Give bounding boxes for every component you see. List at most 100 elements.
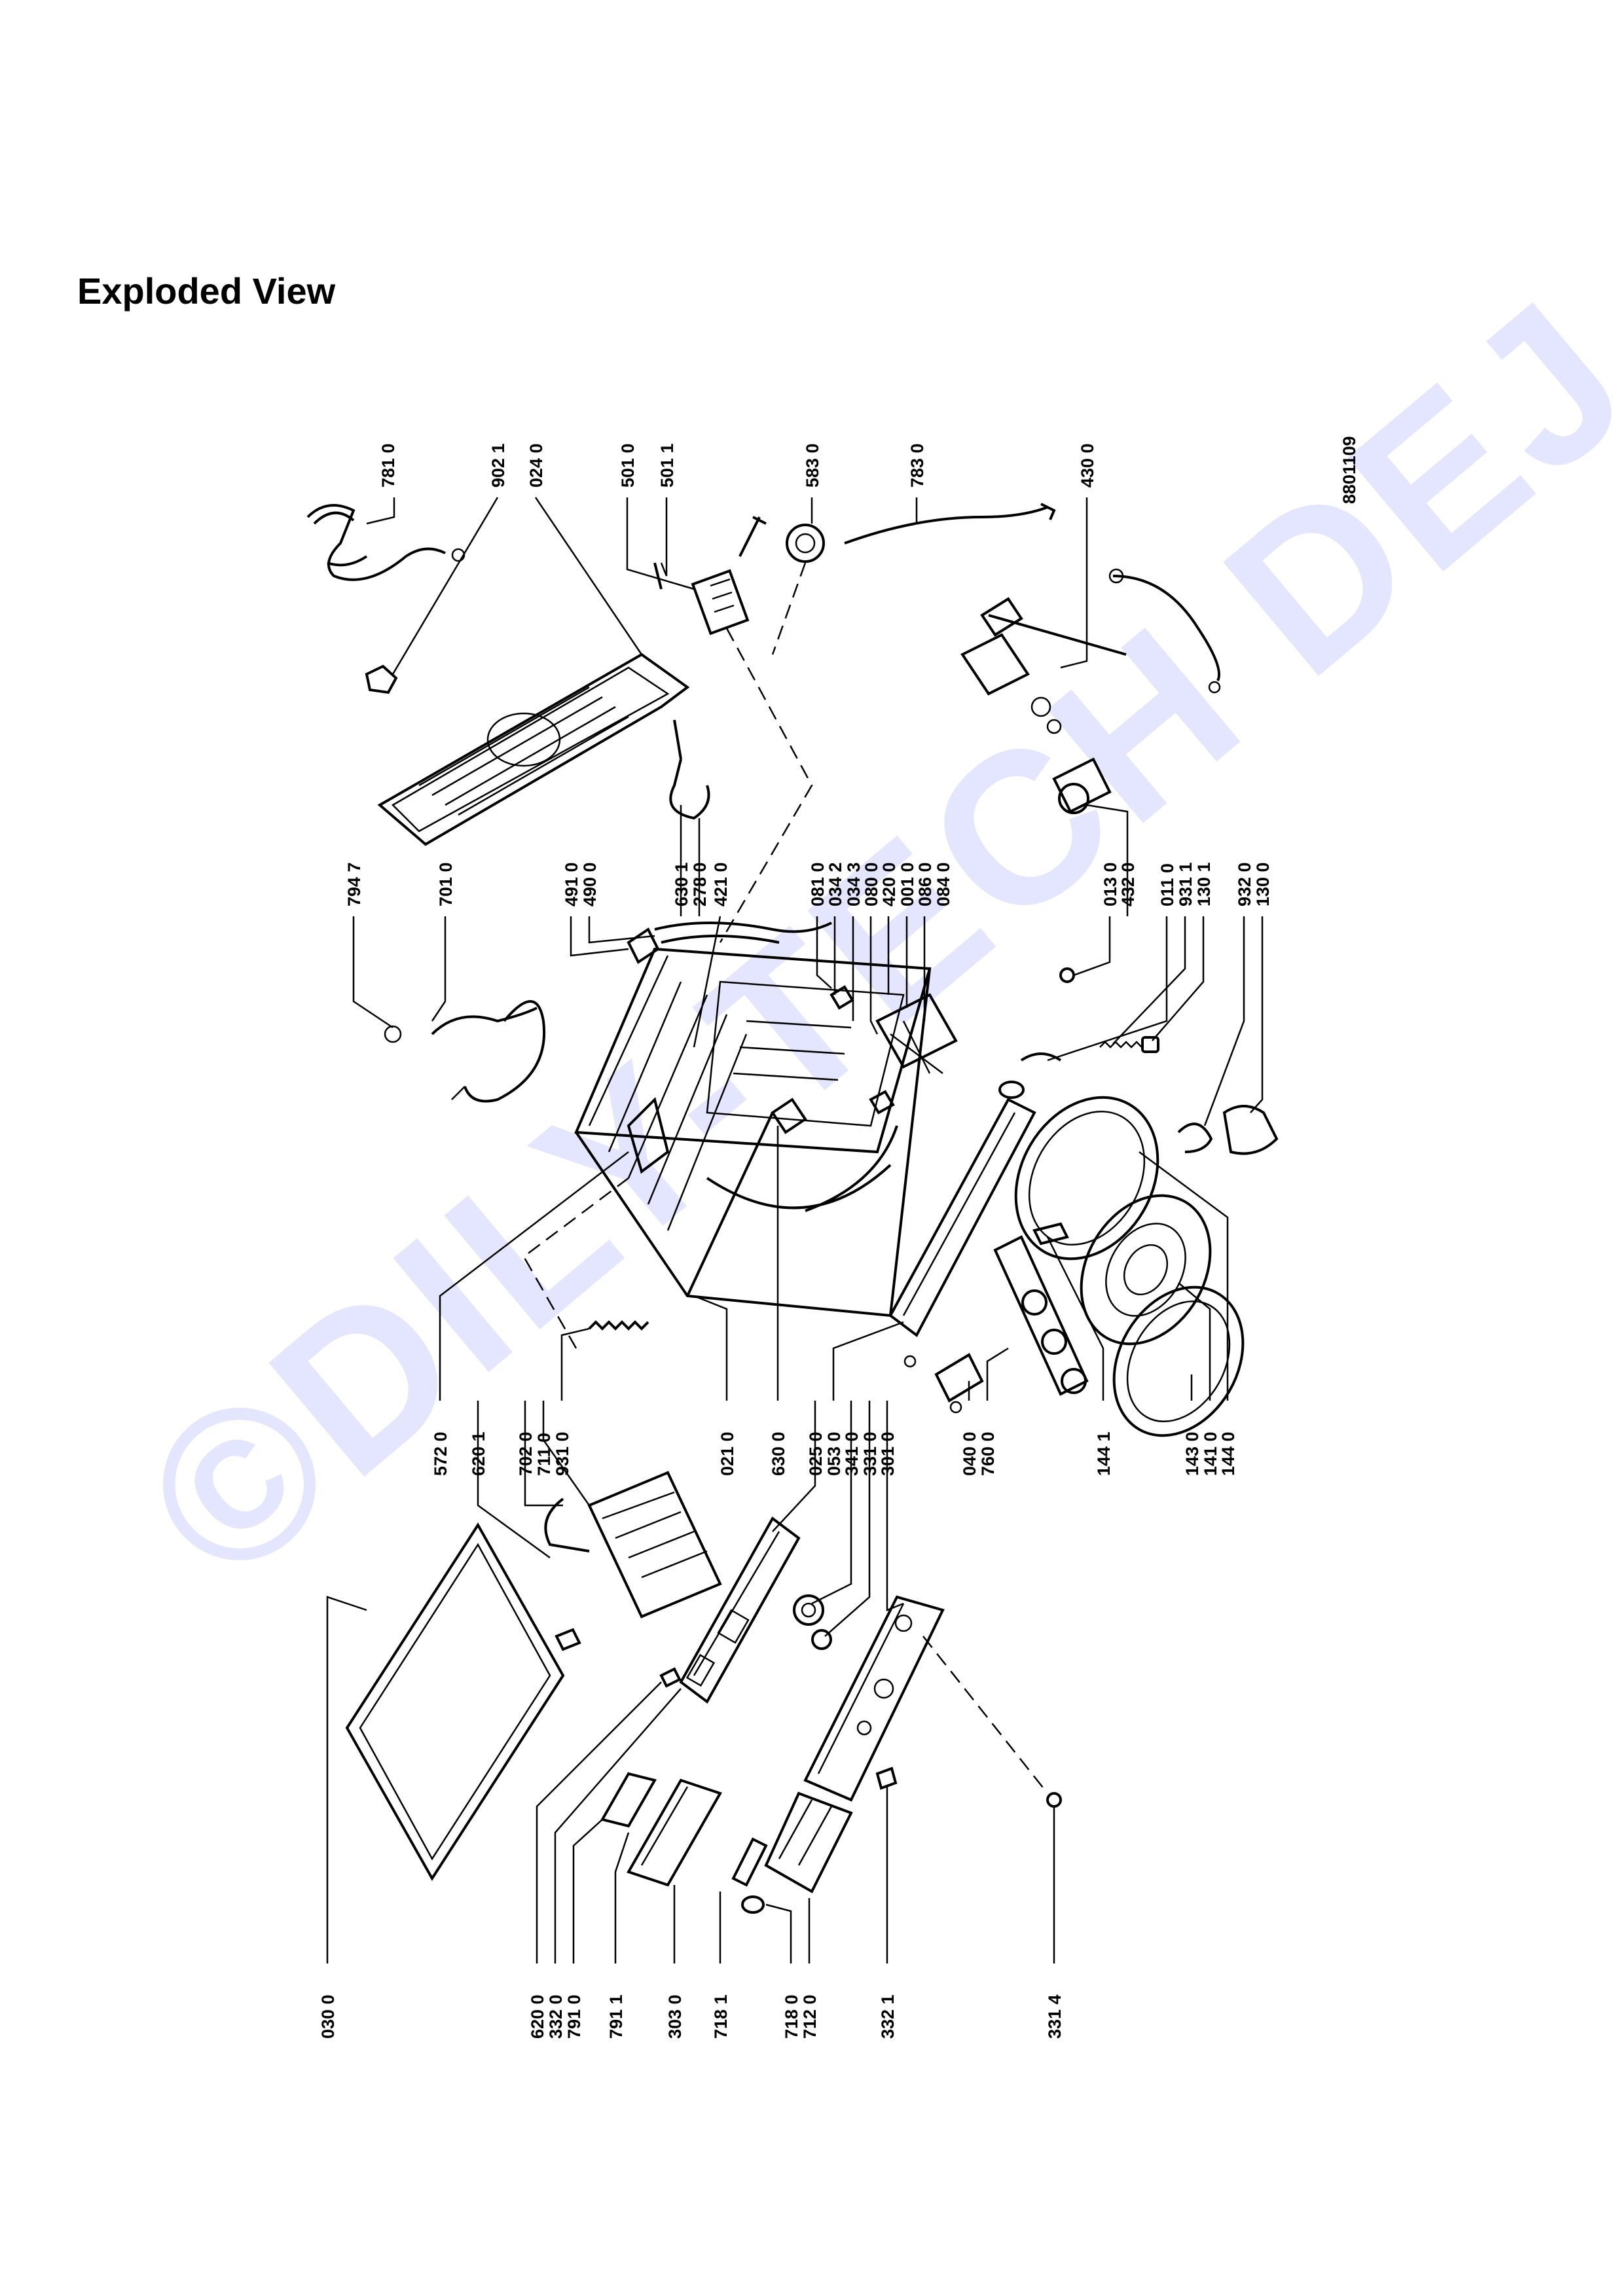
callout-794-7: 794 7 (344, 862, 364, 906)
callout-718-0: 718 0 (782, 1994, 801, 2039)
callout-620-1: 620 1 (469, 1431, 488, 1476)
part-clip-902 (365, 664, 398, 694)
callout-718-1: 718 1 (711, 1994, 731, 2039)
callout-572-0: 572 0 (431, 1431, 450, 1476)
callout-430-0: 430 0 (1078, 443, 1097, 488)
callouts-bottom-row: 030 0 620 0 332 0 791 0 791 1 303 0 718 … (318, 1994, 1065, 2039)
callout-331-4: 331 4 (1045, 1994, 1065, 2039)
part-drawer-791 (600, 1772, 657, 1828)
part-control-housing-301 (803, 1595, 1048, 1802)
callout-630-0: 630 0 (769, 1431, 788, 1476)
part-drawer-303 (627, 1778, 722, 1887)
part-valve-430 (960, 568, 1221, 814)
part-switch-501 (653, 516, 761, 636)
part-worktop-030 (345, 1522, 565, 1881)
callout-040-0: 040 0 (960, 1431, 979, 1476)
callout-081-0: 081 0 (808, 862, 828, 906)
callout-086-0: 086 0 (915, 862, 935, 906)
callout-001-0: 001 0 (898, 862, 917, 906)
callout-902-1: 902 1 (488, 443, 508, 488)
callout-130-0: 130 0 (1253, 862, 1273, 906)
callout-144-1: 144 1 (1094, 1431, 1114, 1476)
callouts-top-row: 781 0 902 1 024 0 501 0 501 1 583 0 783 … (378, 443, 1097, 488)
part-insert-718 (731, 1837, 768, 1914)
part-control-panel-025 (679, 1516, 801, 1704)
part-hinge-760 (993, 1235, 1089, 1396)
callout-053-0: 053 0 (824, 1431, 844, 1476)
callout-783-0: 783 0 (907, 443, 927, 488)
callout-143-0: 143 0 (1182, 1431, 1202, 1476)
part-pressure-switch-583 (752, 516, 825, 563)
callout-341-0: 341 0 (842, 1431, 862, 1476)
callout-084-0: 084 0 (934, 862, 953, 906)
part-screw-013 (1059, 967, 1075, 983)
drawing-number: 8801109 (1340, 436, 1359, 504)
part-screw-331-4 (1046, 1792, 1062, 1808)
part-door-frame-143 (1112, 1285, 1245, 1437)
callout-025-0: 025 0 (806, 1431, 826, 1476)
callout-034-3: 034 3 (844, 862, 864, 906)
callouts-upper-middle-row: 794 7 701 0 491 0 490 0 630 1 278 0 421 … (344, 862, 1273, 906)
callout-702-0: 702 0 (516, 1431, 536, 1476)
part-clamp-932 (1177, 1122, 1213, 1153)
part-seal-432 (998, 1052, 1062, 1099)
callout-130-1: 130 1 (1194, 862, 1214, 906)
callout-932-0: 932 0 (1235, 862, 1254, 906)
callout-931-0: 931 0 (553, 1431, 572, 1476)
part-hose-781 (306, 504, 465, 581)
page-title: Exploded View (77, 270, 336, 312)
callout-712-0: 712 0 (800, 1994, 820, 2039)
callout-013-0: 013 0 (1101, 862, 1120, 906)
callout-711-0: 711 0 (534, 1433, 554, 1476)
part-hinge-130 (1222, 1105, 1279, 1155)
part-heater-572 (627, 1097, 670, 1174)
part-handle-144-1 (1032, 1222, 1069, 1246)
callout-760-0: 760 0 (978, 1431, 998, 1476)
callout-278-0: 278 0 (690, 862, 710, 906)
part-motor-clip-490 (627, 922, 832, 964)
part-brackets-034 (830, 985, 895, 1115)
callout-024-0: 024 0 (526, 443, 546, 488)
callout-301-0: 301 0 (878, 1431, 898, 1476)
part-inlet-hose-701 (384, 1000, 546, 1103)
leader-lines (326, 497, 1264, 1964)
part-spring-931 (522, 1177, 649, 1349)
callout-630-1: 630 1 (672, 862, 691, 906)
callout-781-0: 781 0 (378, 443, 398, 488)
part-hinge-040 (903, 1353, 984, 1414)
part-top-cover-024 (377, 653, 690, 846)
callout-030-0: 030 0 (318, 1994, 338, 2039)
callout-583-0: 583 0 (803, 443, 822, 488)
callout-332-1: 332 1 (878, 1994, 898, 2039)
callout-791-0: 791 0 (564, 1994, 584, 2039)
callout-331-0: 331 0 (860, 1431, 880, 1476)
callout-332-0: 332 0 (546, 1994, 566, 2039)
callout-080-0: 080 0 (862, 862, 881, 906)
part-clips-620 (555, 1628, 682, 1688)
callout-620-0: 620 0 (528, 1994, 547, 2039)
callout-490-0: 490 0 (580, 862, 600, 906)
callout-491-0: 491 0 (562, 862, 581, 906)
part-cable-630-1 (669, 719, 710, 820)
callout-701-0: 701 0 (436, 862, 456, 906)
part-door-lock-630 (771, 1098, 807, 1134)
callout-931-1: 931 1 (1176, 862, 1195, 906)
callout-141-0: 141 0 (1201, 1431, 1220, 1476)
part-door-glass-141 (1080, 1194, 1212, 1346)
callout-021-0: 021 0 (718, 1431, 737, 1476)
callout-501-1: 501 1 (657, 443, 677, 488)
part-knobs-341 (793, 1594, 832, 1650)
callout-420-0: 420 0 (879, 862, 899, 906)
part-knob-332-1 (875, 1767, 898, 1790)
callout-144-0: 144 0 (1218, 1431, 1238, 1476)
callout-303-0: 303 0 (665, 1994, 685, 2039)
callout-421-0: 421 0 (711, 862, 731, 906)
callouts-lower-middle-row: 572 0 620 1 702 0 711 0 931 0 021 0 630 … (431, 1431, 1238, 1476)
callout-034-2: 034 2 (826, 862, 845, 906)
part-front-panel-021 (888, 1098, 1036, 1338)
part-spring-931-1 (1099, 1036, 1159, 1053)
callout-432-0: 432 0 (1118, 862, 1138, 906)
callout-011-0: 011 0 (1158, 863, 1177, 906)
part-drawer-712 (764, 1791, 853, 1893)
